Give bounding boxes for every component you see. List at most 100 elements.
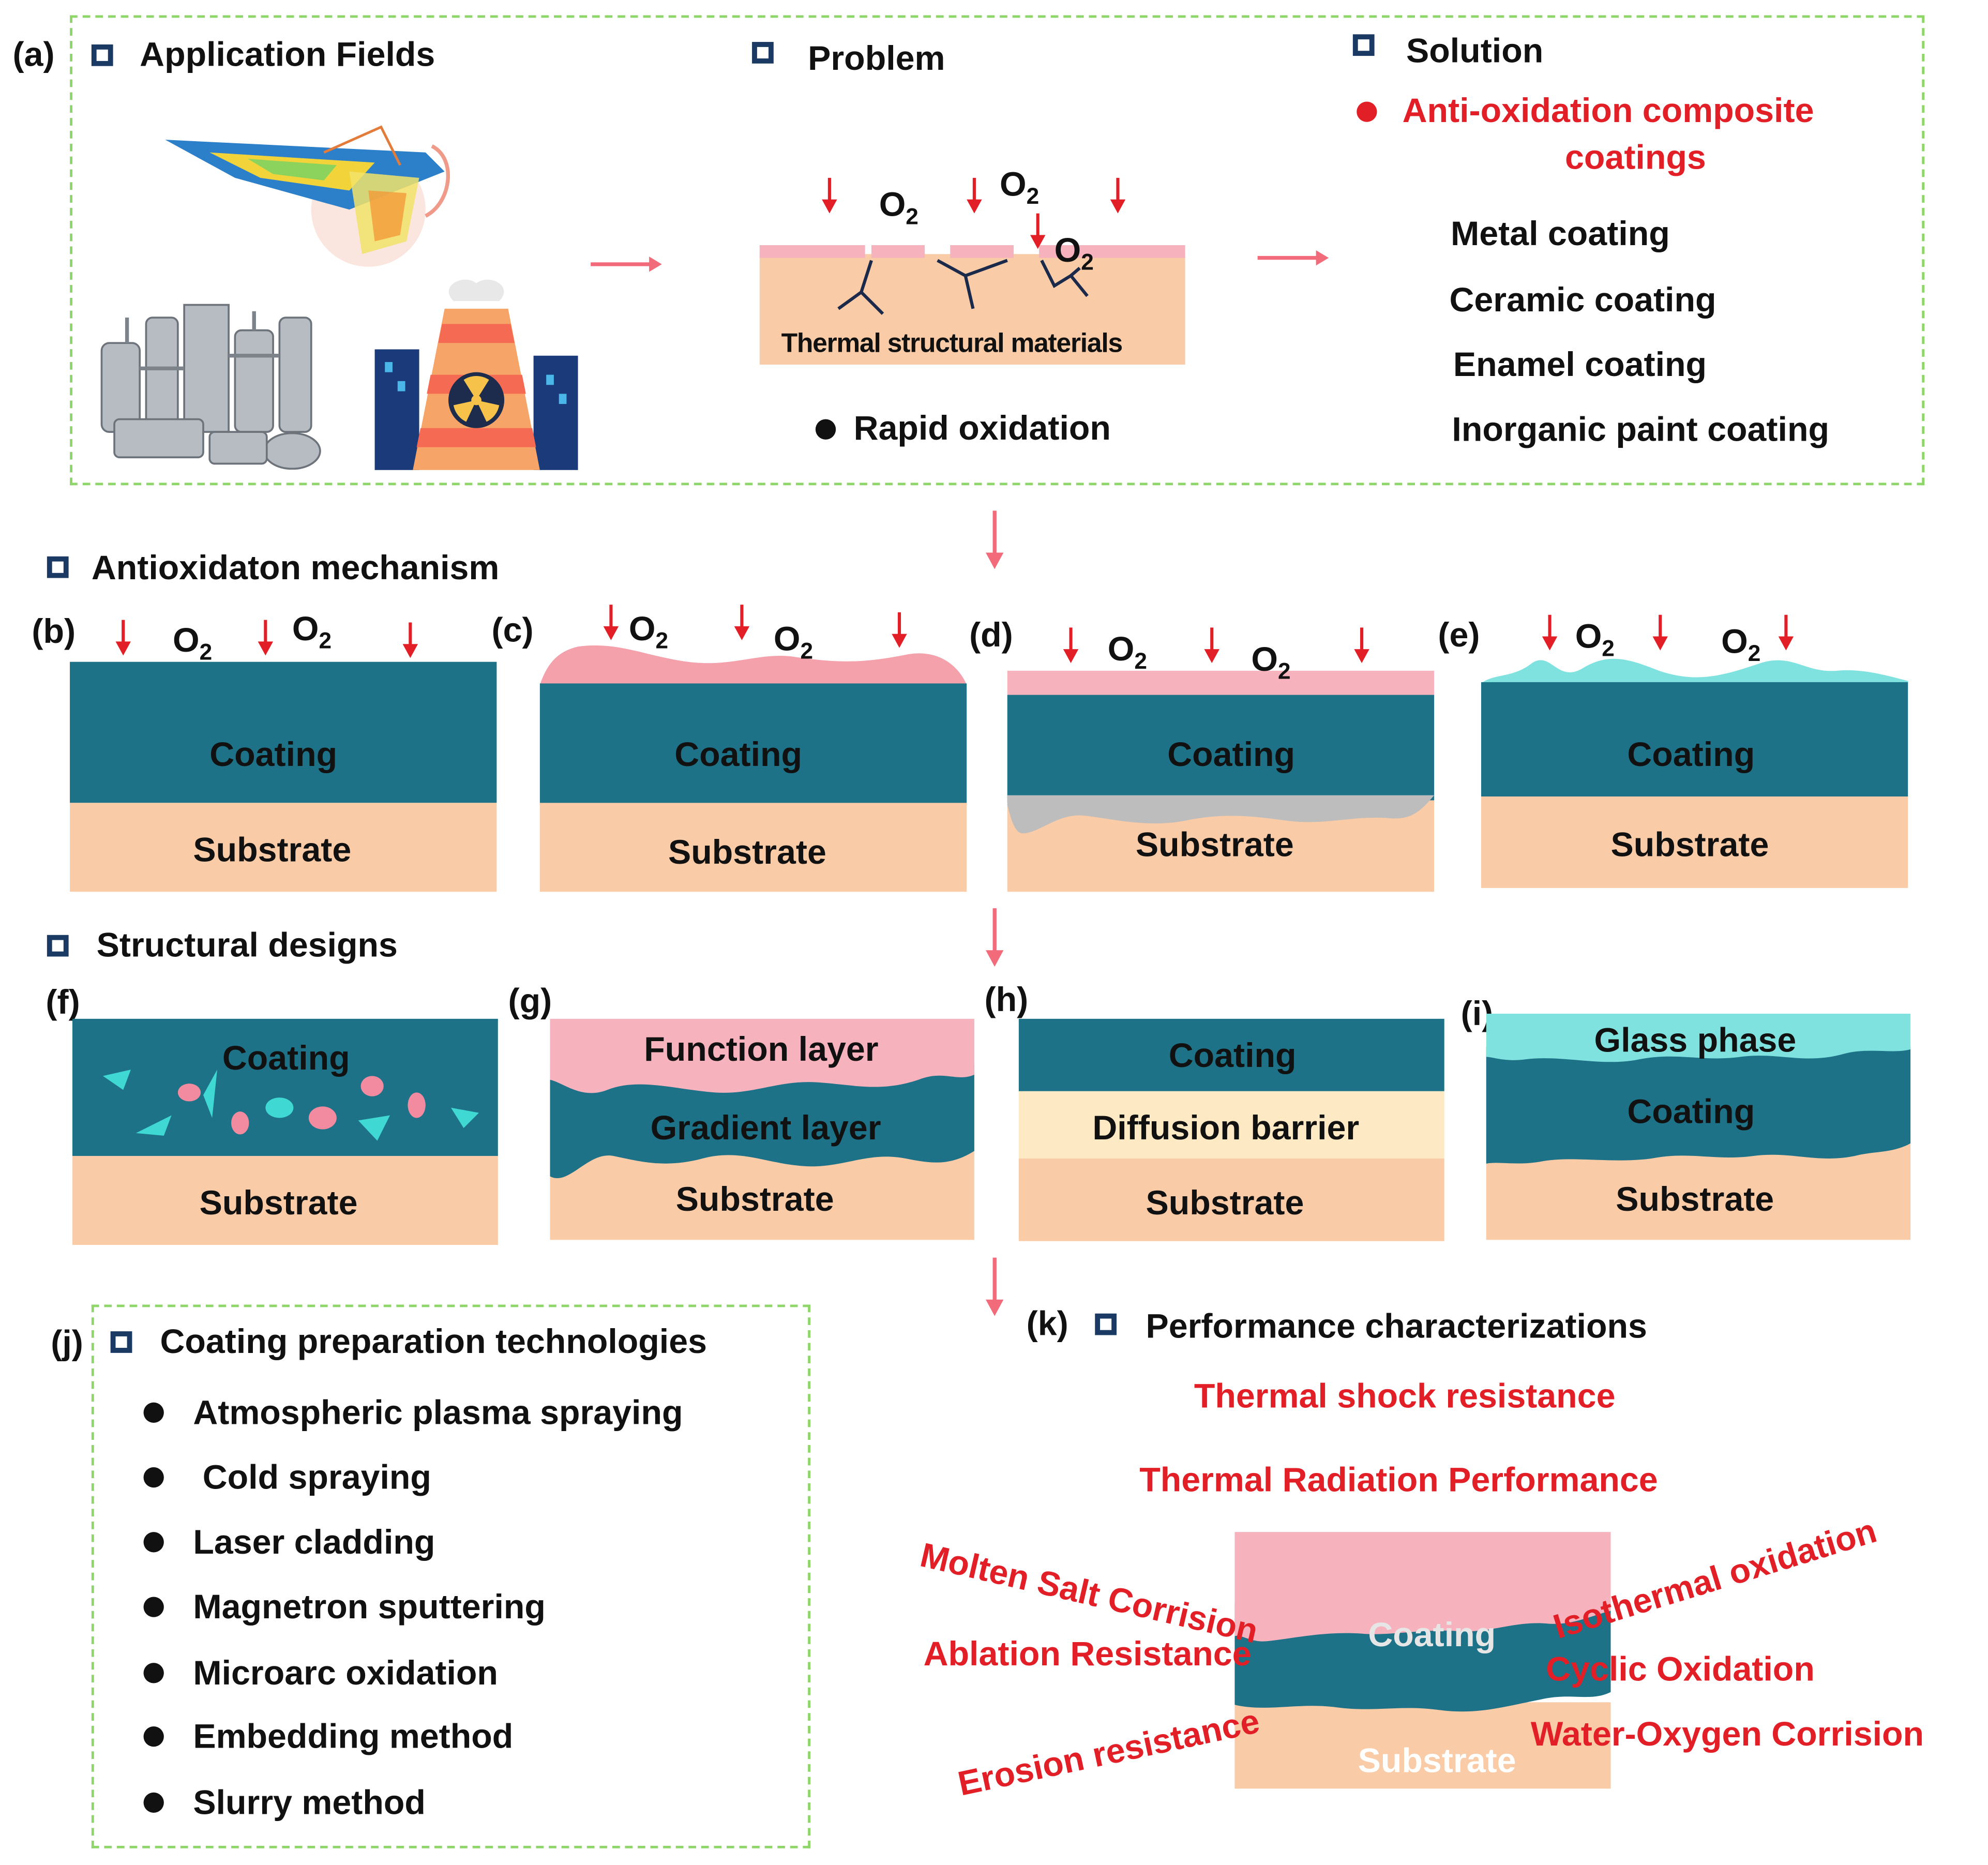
diffusion-barrier-layer <box>1018 1091 1444 1159</box>
problem-heading: Problem <box>808 39 945 78</box>
red-arrow-icon <box>967 177 982 214</box>
top-layer <box>1234 1532 1611 1642</box>
substrate-text: Substrate <box>1135 825 1294 864</box>
substrate-text: Substrate <box>668 833 826 871</box>
industrial-plant-illustration <box>100 304 321 470</box>
red-arrow-icon <box>1778 614 1794 651</box>
square-icon <box>47 935 69 957</box>
technology-item: Magnetron sputtering <box>193 1588 546 1626</box>
red-arrow-icon <box>402 622 418 658</box>
substrate-layer <box>70 803 497 892</box>
oxygen-label: O2 <box>1251 640 1291 684</box>
application-fields-heading: Application Fields <box>140 35 435 74</box>
pink-oxide-film <box>1007 670 1435 695</box>
function-layer-text: Function layer <box>644 1030 879 1069</box>
solution-headline: Anti-oxidation composite <box>1402 91 1814 130</box>
coating-text: Coating <box>1167 735 1296 774</box>
substrate-text: Substrate <box>1616 1180 1774 1219</box>
panel-e-label: (e) <box>1438 616 1480 654</box>
technology-item: Microarc oxidation <box>193 1653 498 1692</box>
coating-type: Metal coating <box>1450 215 1670 253</box>
substrate-layer <box>539 803 967 892</box>
coating-text: Coating <box>1368 1616 1496 1654</box>
grey-interlayer <box>1007 795 1435 834</box>
rapid-oxidation-text: Rapid oxidation <box>853 409 1111 447</box>
substrate-text: Substrate <box>193 831 352 869</box>
material-label: Thermal structural materials <box>781 329 1123 358</box>
substrate-text: Substrate <box>1358 1741 1516 1780</box>
square-icon <box>752 42 774 64</box>
red-arrow-icon <box>258 620 274 656</box>
cyan-glass-film <box>1481 658 1908 689</box>
performance-item: Molten Salt Corrision <box>916 1536 1262 1651</box>
oxidized-surface-layer <box>759 245 1185 258</box>
panel-j-label: (j) <box>51 1323 83 1362</box>
technology-item: Atmospheric plasma spraying <box>193 1393 683 1432</box>
performance-item: Ablation Resistance <box>923 1635 1252 1673</box>
oxygen-label: O2 <box>628 609 669 654</box>
bullet-icon <box>143 1597 164 1617</box>
panel-g-label: (g) <box>508 982 552 1020</box>
bullet-icon <box>143 1663 164 1683</box>
substrate-layer <box>1481 796 1908 888</box>
oxygen-label: O2 <box>1000 165 1040 209</box>
nuclear-plant-illustration <box>374 279 578 470</box>
panel-k-label: (k) <box>1026 1304 1068 1343</box>
coating-type: Ceramic coating <box>1449 280 1716 319</box>
coating-layer <box>1007 695 1435 803</box>
panel-c-label: (c) <box>491 611 534 650</box>
oxygen-label: O2 <box>1054 231 1094 275</box>
performance-item: Thermal Radiation Performance <box>1139 1461 1658 1499</box>
coating-layer <box>1018 1018 1444 1091</box>
substrate-text: Substrate <box>199 1184 358 1222</box>
red-arrow-icon <box>1063 627 1079 664</box>
coating-text: Coating <box>674 735 803 774</box>
solution-heading: Solution <box>1406 32 1544 70</box>
pink-oxide-film <box>539 645 967 685</box>
arrow-down-icon <box>986 908 1004 967</box>
red-arrow-icon <box>892 612 907 648</box>
coating-type: Enamel coating <box>1453 345 1707 384</box>
panel-d-label: (d) <box>969 616 1013 654</box>
dispersed-particles <box>102 1070 479 1141</box>
diffusion-barrier-text: Diffusion barrier <box>1092 1109 1360 1147</box>
red-arrow-icon <box>1354 627 1369 664</box>
bullet-icon <box>143 1726 164 1747</box>
red-bullet-icon <box>1357 101 1377 122</box>
technology-item: Embedding method <box>193 1717 514 1756</box>
crack-lines <box>837 259 1089 315</box>
mechanism-heading: Antioxidaton mechanism <box>91 549 500 587</box>
red-arrow-icon <box>1652 614 1668 651</box>
panel-a-frame <box>70 15 1925 486</box>
oxygen-label: O2 <box>879 185 918 230</box>
hypersonic-aircraft-illustration <box>165 125 450 267</box>
coating-layer <box>539 683 967 806</box>
arrow-right-icon <box>591 257 662 272</box>
performance-item: Thermal shock resistance <box>1194 1377 1616 1416</box>
arrow-down-icon <box>986 510 1004 569</box>
coating-layer <box>1486 1046 1911 1164</box>
arrow-right-icon <box>1257 250 1329 266</box>
square-icon <box>1095 1313 1117 1335</box>
coating-text: Coating <box>1627 735 1755 774</box>
technology-item: Laser cladding <box>193 1523 435 1561</box>
function-layer <box>550 1018 974 1093</box>
oxygen-label: O2 <box>773 620 814 664</box>
gradient-layer <box>550 1064 974 1178</box>
panel-j-frame <box>91 1304 811 1848</box>
square-icon <box>110 1331 132 1353</box>
coating-layer <box>70 661 497 803</box>
square-icon <box>91 44 113 66</box>
coating-layer <box>1481 682 1908 797</box>
substrate-text: Substrate <box>675 1180 834 1219</box>
red-arrow-icon <box>822 177 837 214</box>
bullet-icon <box>143 1402 164 1423</box>
coating-text: Coating <box>1168 1036 1297 1075</box>
substrate-layer <box>1234 1702 1611 1789</box>
oxygen-label: O2 <box>1721 622 1761 667</box>
substrate-layer <box>72 1156 498 1245</box>
red-arrow-icon <box>603 605 619 640</box>
red-arrow-icon <box>1204 627 1219 664</box>
red-arrow-icon <box>1110 177 1126 214</box>
panel-h-label: (h) <box>984 981 1029 1019</box>
